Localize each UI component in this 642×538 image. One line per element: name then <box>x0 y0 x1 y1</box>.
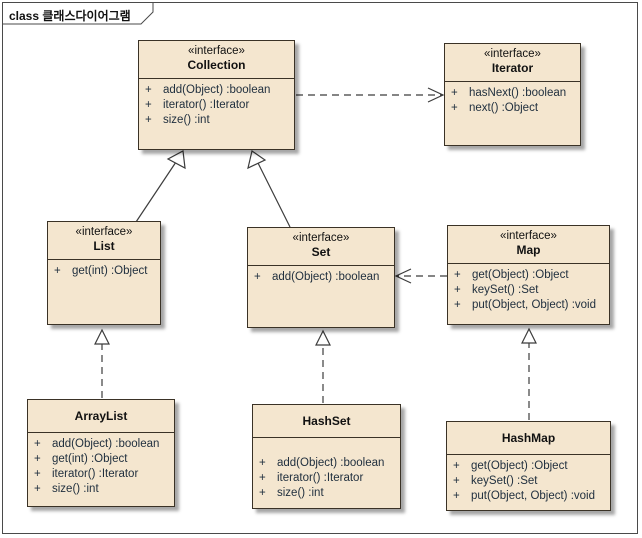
operation: +iterator() :Iterator <box>34 468 139 480</box>
class-hashmap-name: HashMap <box>501 431 556 445</box>
class-arraylist[interactable]: ArrayList +add(Object) :boolean +get(int… <box>27 399 175 507</box>
operation: +get(Object) :Object <box>454 269 569 281</box>
operation: +get(int) :Object <box>34 453 128 465</box>
operation: +get(Object) :Object <box>453 460 568 472</box>
operation: +add(Object) :boolean <box>259 457 385 469</box>
operation: +get(int) :Object <box>54 265 148 277</box>
operation: +add(Object) :boolean <box>254 271 380 283</box>
operation: +add(Object) :boolean <box>145 84 271 96</box>
class-set-stereotype: «interface» <box>292 232 350 244</box>
class-arraylist-operations: +add(Object) :boolean +get(int) :Object … <box>28 433 174 497</box>
operation: +put(Object, Object) :void <box>454 299 596 311</box>
dependency-arrowhead-set <box>394 268 412 284</box>
class-collection-name: Collection <box>187 58 246 72</box>
class-iterator-operations: +hasNext() :boolean +next() :Object <box>445 82 580 116</box>
realization-arrowhead-set <box>315 329 331 346</box>
operation: +iterator() :Iterator <box>259 472 364 484</box>
generalization-arrowhead-set <box>247 150 267 170</box>
operation: +iterator() :Iterator <box>145 99 250 111</box>
generalization-list-collection <box>135 161 177 223</box>
class-set[interactable]: «interface» Set +add(Object) :boolean <box>247 227 395 328</box>
class-list-operations: +get(int) :Object <box>48 260 160 279</box>
class-hashmap[interactable]: HashMap +get(Object) :Object +keySet() :… <box>446 421 611 511</box>
operation: +size() :int <box>259 487 324 499</box>
class-iterator-header: «interface» Iterator <box>445 44 580 82</box>
class-set-header: «interface» Set <box>248 228 394 266</box>
operation: +next() :Object <box>451 102 539 114</box>
realization-arrowhead-list <box>94 328 110 345</box>
class-hashset-header: HashSet <box>253 405 400 438</box>
class-hashmap-operations: +get(Object) :Object +keySet() :Set +put… <box>447 455 610 504</box>
generalization-arrowhead-list <box>166 150 186 170</box>
operation: +keySet() :Set <box>453 475 538 487</box>
class-hashset-name: HashSet <box>302 414 351 428</box>
class-list-header: «interface» List <box>48 222 160 260</box>
class-iterator[interactable]: «interface» Iterator +hasNext() :boolean… <box>444 43 581 146</box>
diagram-frame: class 클래스다이어그램 <box>2 2 638 534</box>
operation: +put(Object, Object) :void <box>453 490 595 502</box>
dependency-arrowhead-iterator <box>427 87 445 103</box>
class-collection-operations: +add(Object) :boolean +iterator() :Itera… <box>139 79 294 128</box>
operation: +keySet() :Set <box>454 284 539 296</box>
class-iterator-name: Iterator <box>491 61 534 75</box>
class-map-operations: +get(Object) :Object +keySet() :Set +put… <box>448 264 609 313</box>
class-map-stereotype: «interface» <box>500 230 557 242</box>
class-collection-stereotype: «interface» <box>188 45 245 57</box>
class-map[interactable]: «interface» Map +get(Object) :Object +ke… <box>447 225 610 325</box>
class-hashmap-header: HashMap <box>447 422 610 455</box>
class-arraylist-name: ArrayList <box>74 409 128 423</box>
class-arraylist-header: ArrayList <box>28 400 174 433</box>
class-collection[interactable]: «interface» Collection +add(Object) :boo… <box>138 40 295 150</box>
operation: +hasNext() :boolean <box>451 87 567 99</box>
operation: +add(Object) :boolean <box>34 438 160 450</box>
class-iterator-stereotype: «interface» <box>484 48 541 60</box>
class-list-stereotype: «interface» <box>75 226 133 238</box>
frame-title: class 클래스다이어그램 <box>9 9 131 23</box>
generalization-set-collection <box>257 162 291 228</box>
class-list[interactable]: «interface» List +get(int) :Object <box>47 221 161 325</box>
operation: +size() :int <box>145 114 210 126</box>
class-collection-header: «interface» Collection <box>139 41 294 79</box>
realization-arrowhead-map <box>521 327 537 344</box>
class-list-name: List <box>93 239 115 253</box>
class-set-name: Set <box>311 245 331 259</box>
frame-tab <box>3 3 154 25</box>
class-hashset[interactable]: HashSet +add(Object) :boolean +iterator(… <box>252 404 401 509</box>
class-map-header: «interface» Map <box>448 226 609 264</box>
class-map-name: Map <box>516 243 541 257</box>
class-hashset-operations: +add(Object) :boolean +iterator() :Itera… <box>253 438 400 501</box>
class-set-operations: +add(Object) :boolean <box>248 266 394 285</box>
operation: +size() :int <box>34 483 99 495</box>
